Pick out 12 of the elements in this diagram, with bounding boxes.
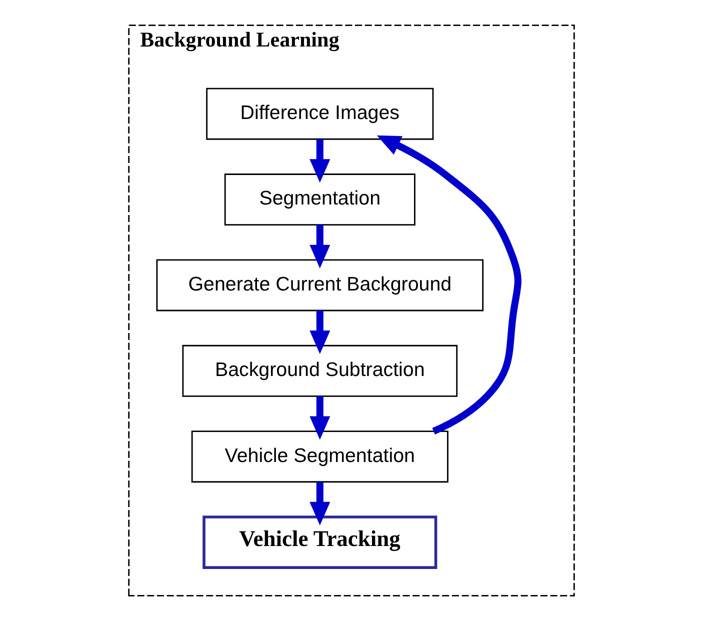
node-box: Vehicle Tracking [202,516,438,569]
node-box: Segmentation [224,174,416,226]
arrow [310,139,330,183]
arrow [376,135,522,434]
node-box: Difference Images [206,88,434,140]
arrow [310,310,330,354]
arrow [310,396,330,440]
arrow [310,482,330,526]
arrow [310,224,330,268]
node-box: Background Subtraction [182,344,458,397]
node-box: Generate Current Background [156,259,484,312]
node-box: Vehicle Segmentation [191,430,448,483]
